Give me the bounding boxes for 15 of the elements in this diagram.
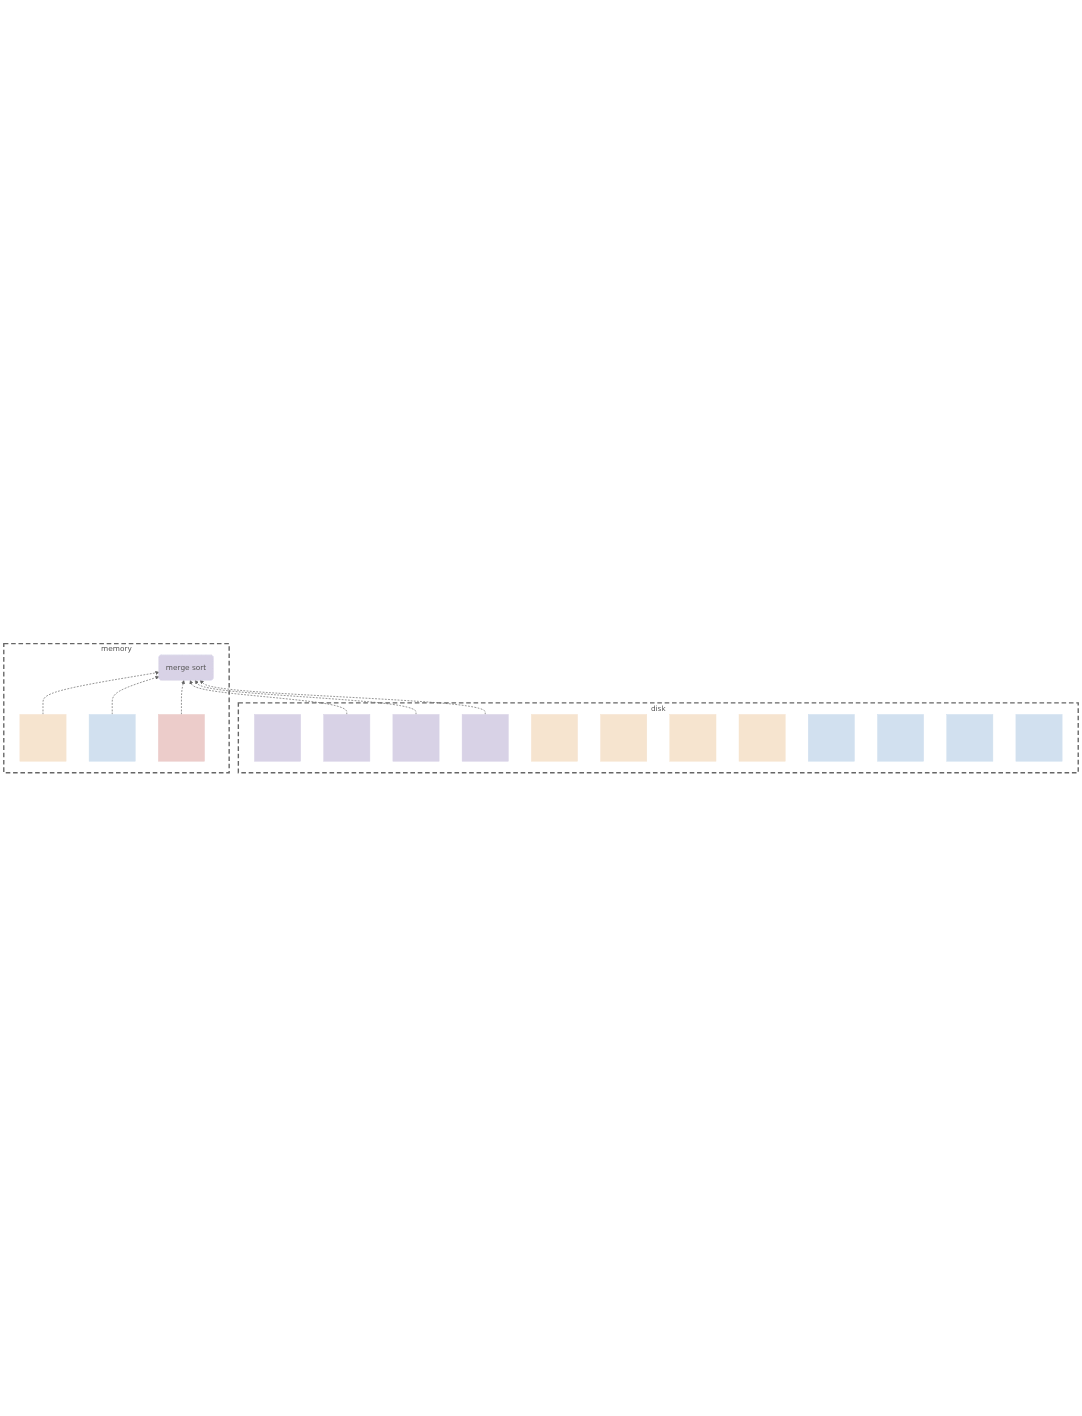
node-box bbox=[531, 713, 578, 762]
node-box bbox=[877, 713, 924, 762]
node-box bbox=[19, 713, 67, 762]
node-box bbox=[323, 713, 371, 762]
node-box bbox=[392, 713, 440, 762]
node-box bbox=[158, 713, 205, 762]
node-box bbox=[88, 713, 136, 762]
node-box bbox=[808, 713, 855, 762]
node-box bbox=[1015, 713, 1063, 762]
node-box bbox=[600, 713, 648, 762]
node-box bbox=[669, 713, 717, 762]
node-box bbox=[946, 713, 994, 762]
node-box bbox=[738, 713, 786, 762]
node-box bbox=[254, 713, 301, 762]
node-box bbox=[461, 713, 509, 762]
